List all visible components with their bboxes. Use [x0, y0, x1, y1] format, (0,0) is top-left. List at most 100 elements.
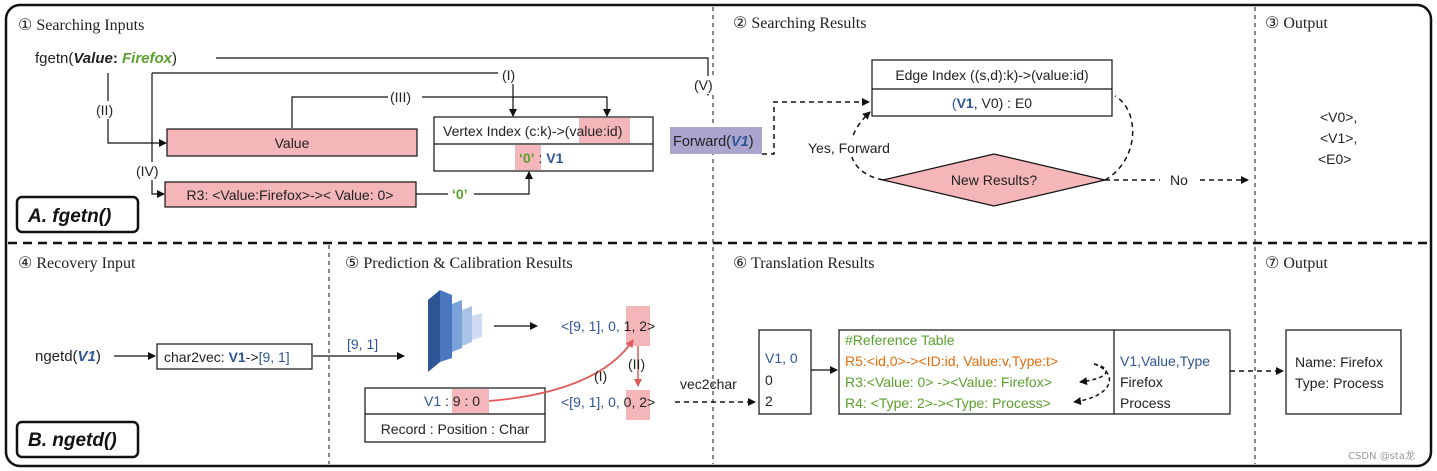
nn-layer-2: [440, 290, 452, 362]
vertex-val: V1: [546, 150, 563, 166]
vertex-header-hl: (value:id): [565, 123, 623, 139]
vertex-index-entry: ‘0’ : V1: [519, 150, 564, 166]
char2vec-v1: V1: [229, 349, 246, 365]
reference-right-0: V1,Value,Type: [1120, 353, 1210, 369]
pred-top: <[9, 1], 0, 1, 2>: [561, 318, 655, 334]
char2vec-pre: char2vec:: [164, 349, 229, 365]
no-label: No: [1170, 172, 1188, 188]
arrow-calibration-i: [488, 339, 634, 402]
pred-top-hl: 1: [624, 318, 632, 334]
step-ii-calib-label: (II): [628, 356, 645, 372]
panel-title-searching-results: ② Searching Results: [733, 15, 866, 32]
translation-ids-box: [758, 329, 812, 415]
step-v-bg: [692, 76, 724, 94]
vertex-header-pre: Vertex Index (c:k)->: [443, 123, 565, 139]
pred-top-pre: <[9, 1], 0,: [561, 318, 624, 334]
fgetn-call-arg: Value: [73, 50, 112, 67]
translation-id-0: V1, 0: [765, 350, 798, 366]
reference-table-box: [838, 329, 1231, 415]
panel-title-prediction: ⑤ Prediction & Calibration Results: [345, 255, 573, 272]
char2vec-vec: [9, 1]: [259, 349, 290, 365]
value-box: [166, 128, 418, 157]
forward-box: [670, 127, 762, 154]
panel-title-searching-inputs: ① Searching Inputs: [18, 17, 144, 34]
new-results-label: New Results?: [951, 172, 1038, 188]
yes-forward-bg: [805, 139, 901, 157]
step-v-label: (V): [694, 77, 713, 93]
neural-network-icon: [428, 290, 482, 372]
output2-type: Type: Process: [1295, 375, 1384, 391]
arrow-step-iv: [151, 73, 165, 198]
edge-v1: V1: [957, 95, 974, 111]
output2-name: Name: Firefox: [1295, 354, 1383, 370]
r3-box-label: R3: <Value:Firefox>->< Value: 0>: [187, 187, 394, 203]
step-iv-label: (IV): [136, 163, 159, 179]
edge-index-header: Edge Index ((s,d):k)->(value:id): [895, 67, 1088, 83]
pred-top-post: , 2>: [631, 318, 655, 334]
char2vec-box: [156, 343, 313, 370]
translation-id-1: 0: [765, 372, 773, 388]
fgetn-call-pre: fgetn(: [35, 50, 73, 67]
arrow-step-i: [152, 72, 517, 117]
pred-bot-highlight: [626, 390, 650, 420]
output1-v0: <V0>,: [1320, 109, 1357, 125]
step-iii-label: (III): [390, 89, 411, 105]
vertex-key-highlight: [515, 145, 541, 170]
record-v1: V1: [424, 393, 441, 409]
fgetn-call-colon: :: [113, 50, 122, 67]
panel-title-output-2: ⑦ Output: [1265, 255, 1328, 272]
record-sep: :: [441, 393, 453, 409]
ngetd-call-arg: V1: [78, 348, 96, 365]
record-highlight: [452, 389, 489, 413]
zero-quote-label: ‘0’: [452, 186, 468, 202]
outer-frame: [4, 3, 1433, 468]
fgetn-call-val: Firefox: [122, 50, 173, 67]
step-i-bg: [498, 66, 526, 84]
vertex-key: ‘0’: [519, 150, 535, 166]
loop-right: [1104, 95, 1134, 181]
step-i-calib-label: (I): [594, 368, 607, 384]
pred-bot-pre: <[9, 1], 0,: [561, 394, 624, 410]
edge-open: (: [952, 95, 957, 111]
section-label-a: A. fgetn(): [27, 206, 111, 227]
section-label-b: B. ngetd(): [28, 430, 117, 451]
value-box-label: Value: [275, 135, 310, 151]
step-iv-bg: [134, 162, 166, 180]
ngetd-call-post: ): [96, 348, 101, 365]
fgetn-call-post: ): [172, 50, 177, 67]
vertex-header-highlight: [579, 118, 630, 143]
output1-v1: <V1>,: [1320, 130, 1357, 146]
vec-label: [9, 1]: [347, 336, 378, 352]
reference-row-r5: R5:<id,0>-><ID:id, Value:v,Type:t>: [845, 353, 1058, 369]
edge-index-box: [871, 59, 1113, 117]
reference-right-1: Firefox: [1120, 374, 1163, 390]
new-results-diamond: [882, 153, 1106, 207]
r3-box: [164, 181, 417, 208]
arrow-forward-to-edge: [762, 98, 870, 155]
forward-label: Forward(V1): [673, 134, 754, 150]
reference-row-r3: R3:<Value: 0> -><Value: Firefox>: [845, 374, 1052, 390]
translation-id-2: 2: [765, 393, 773, 409]
record-caption: Record : Position : Char: [381, 421, 530, 437]
vec2char-label: vec2char: [680, 376, 737, 392]
record-entry: V1 : 9 : 0: [424, 393, 480, 409]
watermark: CSDN @sta龙: [1348, 449, 1415, 462]
forward-post: ): [749, 134, 754, 150]
forward-arg: V1: [731, 134, 749, 150]
nn-layer-1: [428, 290, 440, 372]
output1-e0: <E0>: [1318, 151, 1351, 167]
nn-layer-3: [452, 300, 462, 352]
yes-forward-label: Yes, Forward: [808, 140, 890, 156]
section-label-a-box: [15, 195, 140, 234]
step-ii-bg: [94, 101, 124, 119]
section-label-b-box: [15, 420, 140, 459]
pred-bot: <[9, 1], 0, 0, 2>: [561, 394, 655, 410]
step-i-label: (I): [502, 67, 515, 83]
loop-left: [849, 111, 884, 181]
reference-link-r5-r4: [1073, 363, 1111, 405]
reference-right-2: Process: [1120, 395, 1171, 411]
arrow-step-v: [216, 57, 712, 96]
ngetd-call: ngetd(V1): [35, 348, 101, 365]
output2-box: [1285, 329, 1402, 415]
